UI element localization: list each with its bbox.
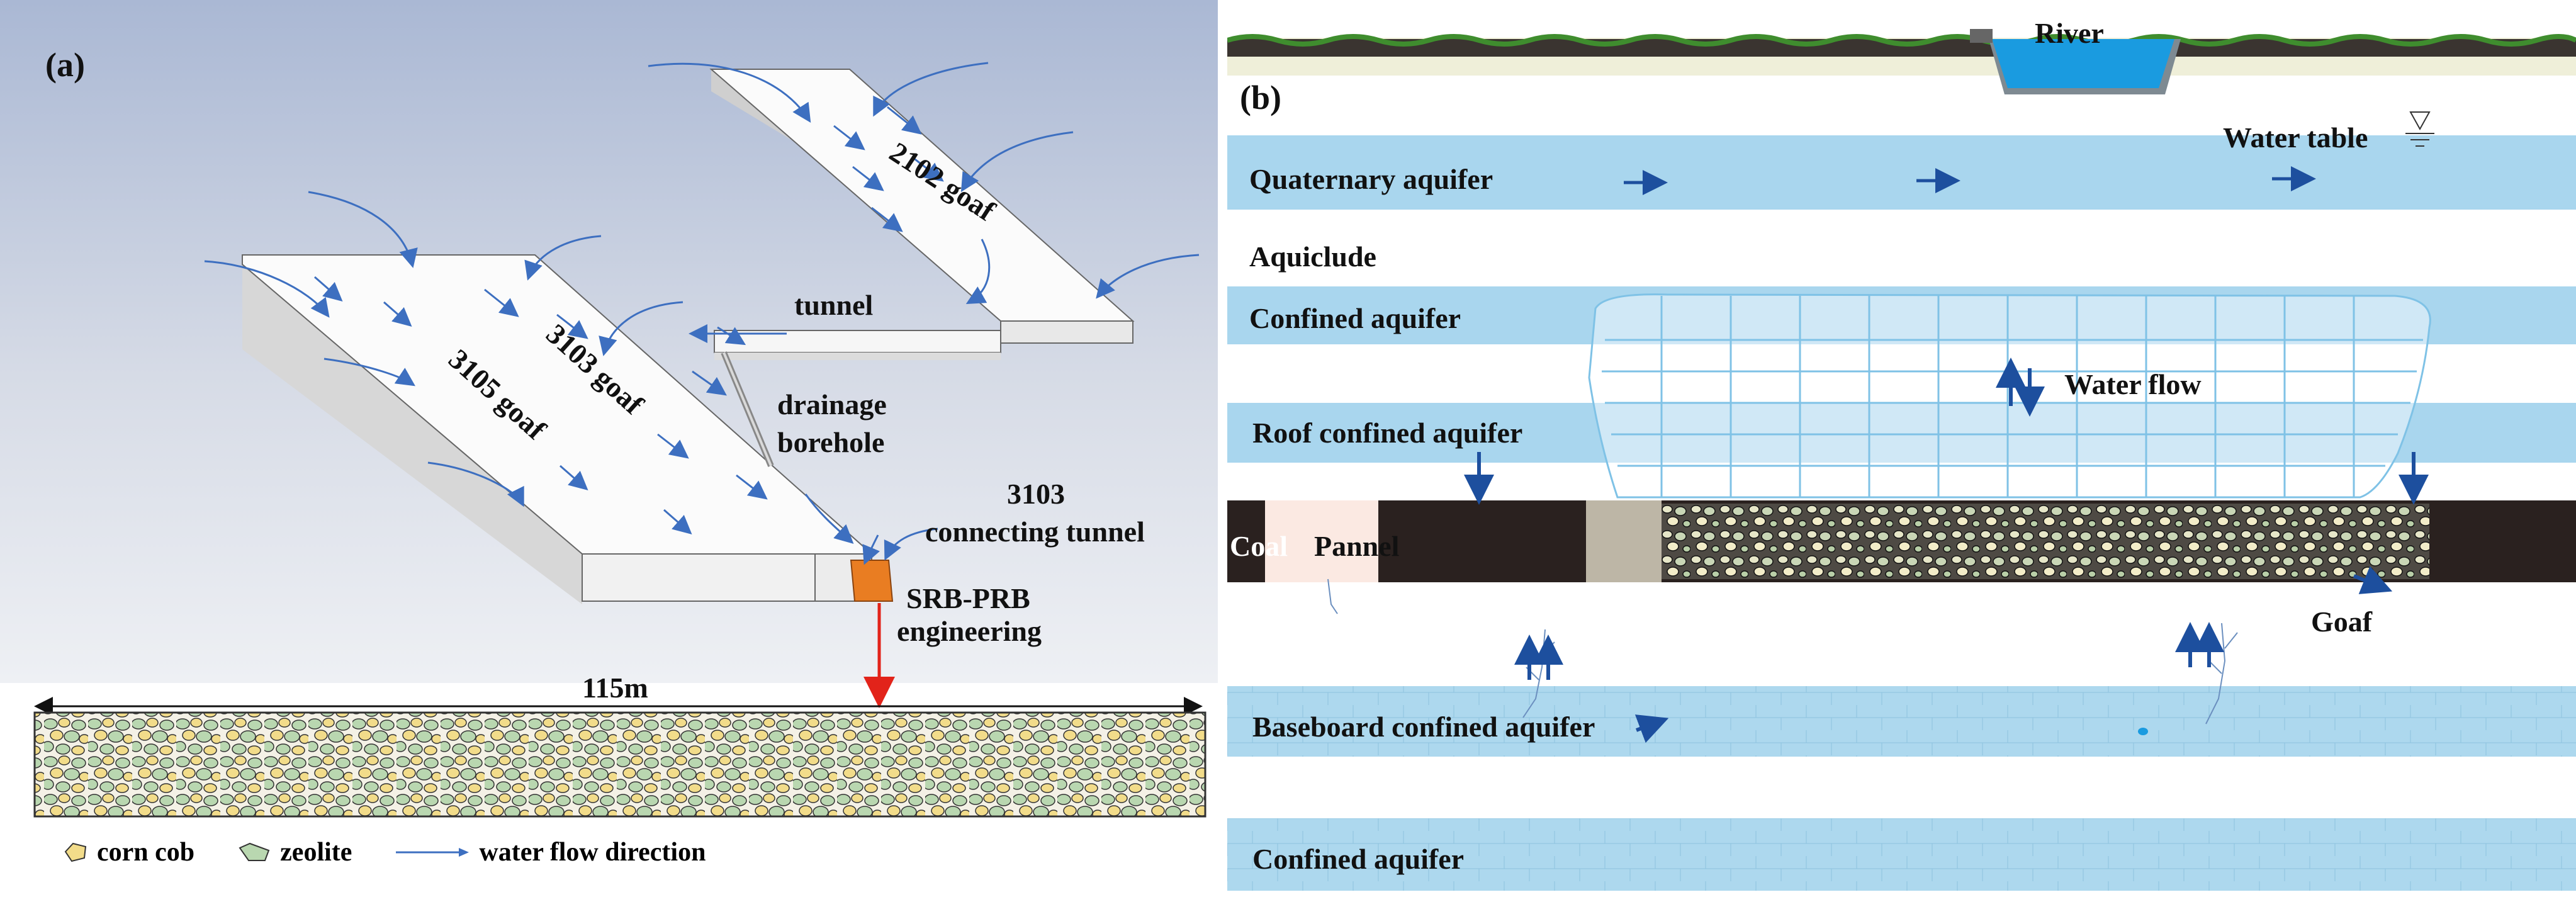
goaf-label: Goaf (2311, 606, 2373, 638)
baseboard-confined-aquifer-layer (1227, 686, 2576, 757)
panel-b-label: (b) (1240, 79, 1281, 116)
borehole-label: borehole (777, 426, 885, 458)
panel-b: (b) River Water table Quaternary aquifer… (1227, 0, 2576, 914)
confined-aquifer-bottom-layer (1227, 818, 2576, 891)
pannel-label: Pannel (1314, 530, 1400, 562)
corn-cob-swatch-icon (64, 842, 87, 862)
quaternary-flow-arrows (1624, 166, 2316, 195)
tunnel-structure (714, 330, 1001, 360)
roof-confined-aquifer-layer (1227, 403, 2576, 463)
panel-a: 2102 goaf 3103 goaf 3105 goaf (a) tunnel… (0, 0, 1218, 914)
confined-aquifer-bottom-label: Confined aquifer (1252, 843, 1465, 875)
panel-b-drawing (1227, 29, 2576, 891)
goaf-3103-3105-slab (242, 254, 872, 604)
legend-flow-label: water flow direction (479, 838, 706, 867)
legend: corn cob zeolite water flow direction (63, 837, 706, 867)
roof-confined-aquifer-label: Roof confined aquifer (1252, 417, 1523, 449)
panel-a-label: (a) (45, 46, 85, 84)
drainage-borehole (721, 351, 774, 467)
connecting-tunnel-label: connecting tunnel (925, 516, 1145, 548)
pannel-block (1265, 500, 1378, 582)
srb-prb-filler-strip (33, 711, 1206, 818)
engineering-label: engineering (897, 615, 1042, 647)
goaf-gravel (1662, 504, 2429, 579)
legend-flow: water flow direction (395, 837, 706, 867)
dimension-label: 115m (582, 672, 648, 704)
goaf-2102-slab (709, 69, 1135, 344)
tunnel-label: tunnel (794, 289, 874, 321)
drainage-label: drainage (777, 388, 887, 420)
flow-arrow-icon (396, 848, 470, 857)
water-table-icon (2405, 111, 2434, 147)
water-flow-label: Water flow (2064, 368, 2202, 400)
confined-aquifer-top-label: Confined aquifer (1249, 302, 1461, 334)
coal-label: Coal (1230, 530, 1288, 562)
grass (1227, 34, 2576, 47)
water-drop-icon (2138, 728, 2148, 735)
river-water (1992, 39, 2174, 88)
river-label: River (2035, 17, 2104, 49)
water-table-label: Water table (2223, 121, 2368, 154)
quaternary-aquifer-label: Quaternary aquifer (1249, 163, 1493, 195)
srb-prb-block (850, 560, 894, 602)
panel-a-drawing: 2102 goaf 3103 goaf 3105 goaf (0, 0, 1218, 818)
quaternary-aquifer-layer (1227, 135, 2576, 210)
aquiclude-label: Aquiclude (1249, 240, 1376, 273)
connecting-tunnel-number: 3103 (1007, 478, 1065, 510)
srb-prb-label: SRB-PRB (906, 582, 1030, 614)
connecting-tunnel-pointer (884, 528, 938, 561)
water-flow-arrows-b (1464, 358, 2429, 743)
water-flow-arrows (204, 62, 1200, 565)
baseboard-confined-aquifer-label: Baseboard confined aquifer (1252, 711, 1595, 743)
legend-zeolite: zeolite (237, 837, 352, 867)
legend-corn-cob: corn cob (63, 837, 194, 867)
pump-station-icon (1970, 29, 1993, 43)
legend-zeolite-label: zeolite (280, 838, 352, 867)
zeolite-swatch-icon (239, 842, 270, 861)
legend-corn-cob-label: corn cob (97, 838, 195, 867)
rock-pillar (1586, 500, 1662, 582)
